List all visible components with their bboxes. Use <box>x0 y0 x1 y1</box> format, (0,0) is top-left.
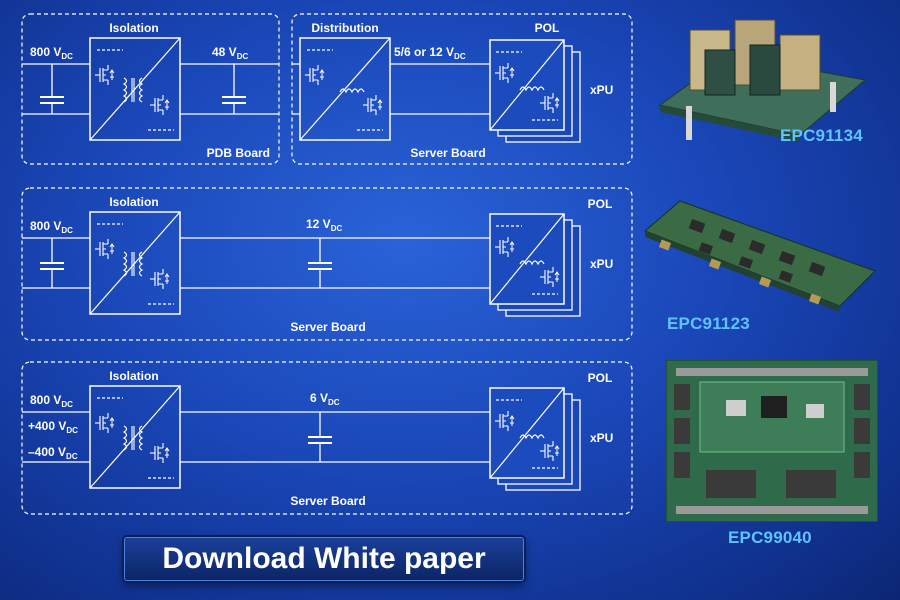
row1-server-board-label: Server Board <box>410 146 485 160</box>
row1-mid-voltage: 48 VDC <box>212 45 248 61</box>
row2-isolation-title: Isolation <box>109 195 158 209</box>
row3-bus-voltage: 6 VDC <box>310 391 340 407</box>
row3-isolation-title: Isolation <box>109 369 158 383</box>
pdb-board-frame <box>21 13 280 165</box>
row2-isolation-block <box>89 211 181 315</box>
row3-server-board-frame <box>21 361 633 515</box>
row1-input-voltage: 800 VDC <box>30 45 73 61</box>
product-label-2: EPC91123 <box>667 314 750 333</box>
row2-server-board-label: Server Board <box>290 320 365 334</box>
product-label-3: EPC99040 <box>728 528 812 547</box>
server-board-frame-1 <box>291 13 633 165</box>
row2-transformer <box>123 251 143 277</box>
row1-distribution-block <box>299 37 391 141</box>
row3-xpu-label: xPU <box>590 431 613 445</box>
row2-input-voltage: 800 VDC <box>30 219 73 235</box>
row2-bus-capacitor <box>308 262 332 270</box>
row2-bus-voltage: 12 VDC <box>306 217 342 233</box>
row3-server-board-label: Server Board <box>290 494 365 508</box>
row2-xpu-label: xPU <box>590 257 613 271</box>
row3-pol-title: POL <box>588 371 613 385</box>
row3-diagram: 800 VDC +400 VDC –400 VDC Isolation 6 VD… <box>21 361 633 515</box>
row3-isolation-block <box>89 385 181 489</box>
board-image-3 <box>666 360 878 522</box>
row1-isolation-mosfet-secondary <box>149 94 170 116</box>
row1-distribution-output-voltage: 5/6 or 12 VDC <box>394 45 466 61</box>
row1-distribution-mosfet-high <box>304 64 325 86</box>
product-label-1: EPC91134 <box>780 126 863 145</box>
power-architecture-diagram: 800 VDC Isolation 48 VDC PDB Board Distr… <box>21 13 633 515</box>
pdb-board-label: PDB Board <box>207 146 270 160</box>
board-image-2 <box>644 200 876 312</box>
board-image-1 <box>658 19 867 142</box>
row1-isolation-mosfet-primary <box>94 64 115 86</box>
row3-transformer <box>123 425 143 451</box>
row1-xpu-label: xPU <box>590 83 613 97</box>
row2-pol-title: POL <box>588 197 613 211</box>
row1-distribution-title: Distribution <box>311 21 378 35</box>
row2-diagram: 800 VDC Isolation 12 VDC POL xPU Server … <box>21 187 633 341</box>
row2-input-capacitor <box>40 262 64 270</box>
row3-negative-rail-voltage: –400 VDC <box>28 445 78 461</box>
row1-distribution-mosfet-low <box>362 94 383 116</box>
row1-isolation-block <box>89 37 181 141</box>
row1-transformer <box>123 77 143 103</box>
row1-isolation-title: Isolation <box>109 21 158 35</box>
row2-server-board-frame <box>21 187 633 341</box>
row1-mid-capacitor <box>222 96 246 104</box>
row1-input-capacitor <box>40 96 64 104</box>
row3-bus-capacitor <box>308 436 332 444</box>
download-white-paper-button[interactable]: Download White paper <box>124 537 524 581</box>
row3-positive-rail-voltage: +400 VDC <box>28 419 78 435</box>
row3-input-voltage: 800 VDC <box>30 393 73 409</box>
row1-pol-title: POL <box>535 21 560 35</box>
row1-diagram: 800 VDC Isolation 48 VDC PDB Board Distr… <box>21 13 633 165</box>
